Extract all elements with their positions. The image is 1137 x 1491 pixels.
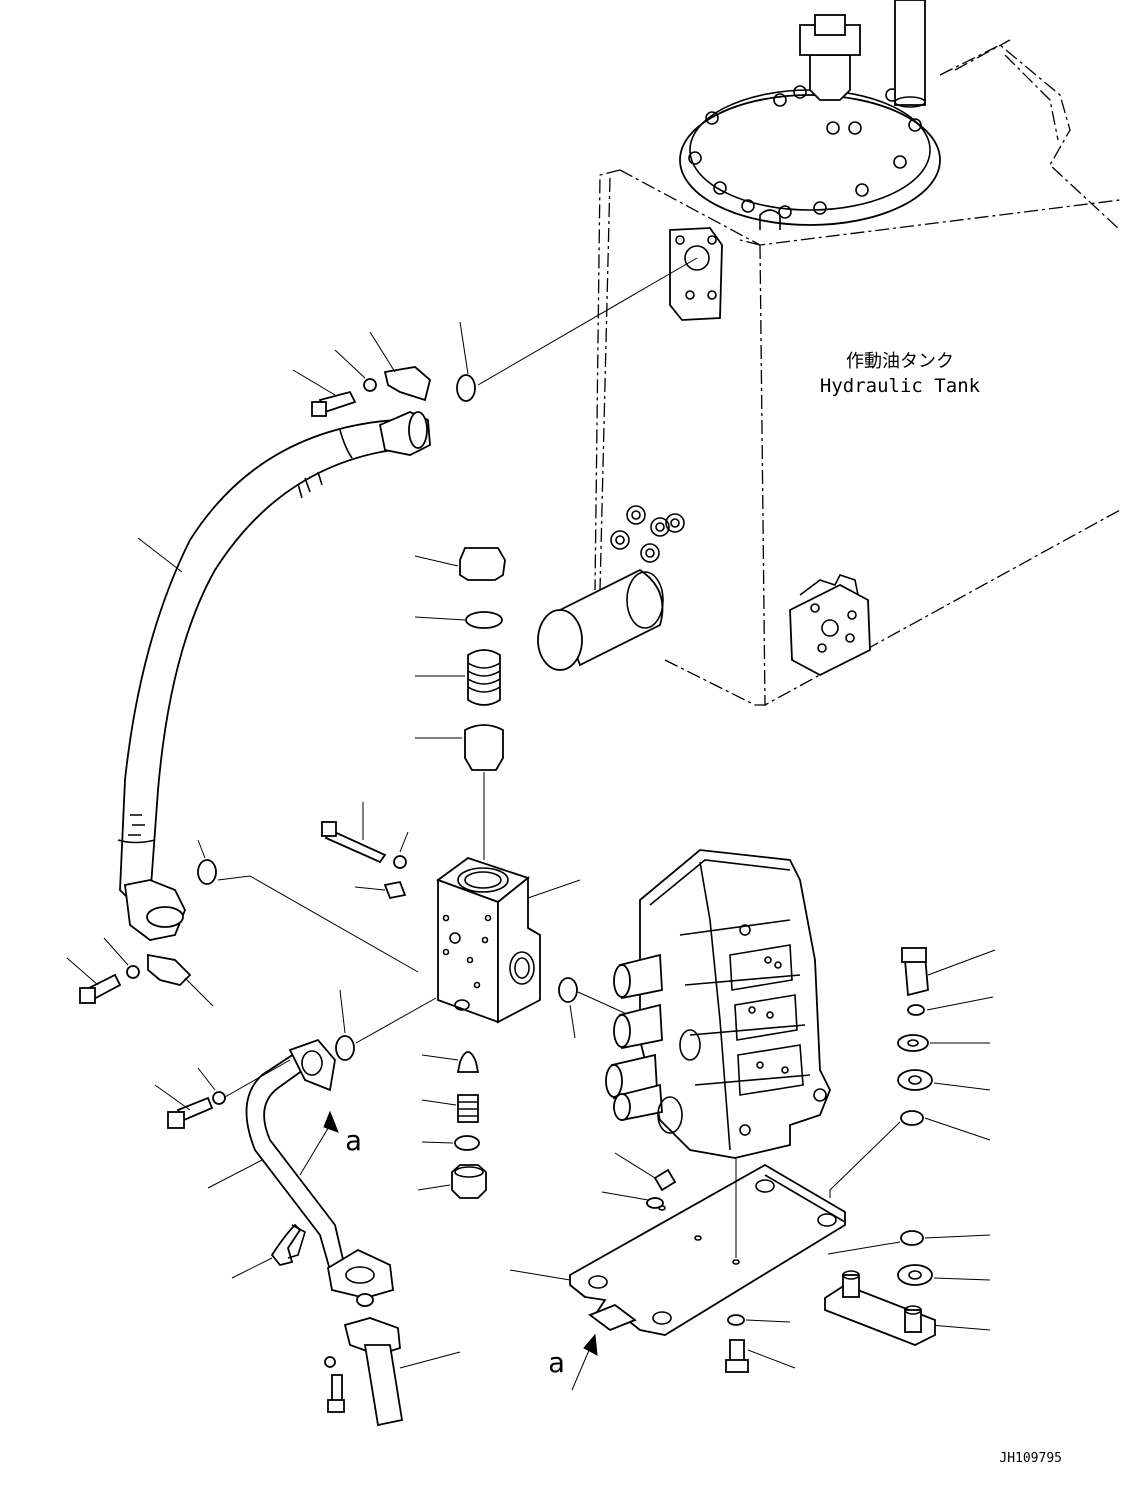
view-arrow-lower <box>571 1333 598 1391</box>
view-marker-upper: a <box>345 1124 362 1157</box>
tank-label-english: Hydraulic Tank <box>820 375 981 397</box>
tank-port-o-ring <box>456 374 476 402</box>
spacer-plate <box>824 1270 936 1346</box>
lower-hose <box>324 1317 404 1427</box>
valve-mounting-bracket <box>569 1163 846 1336</box>
mounting-hardware-right <box>897 947 933 1286</box>
drawing-code: JH109795 <box>999 1451 1062 1466</box>
pipe-o-ring <box>335 1035 355 1061</box>
hose-clamp-top <box>311 366 432 417</box>
hose-clamp-bottom <box>79 953 192 1004</box>
valve-plug <box>459 547 506 581</box>
view-arrow-upper <box>299 1110 339 1176</box>
tank-return-flange <box>669 227 723 321</box>
hydraulic-tank <box>537 0 1121 707</box>
pipe-upper-flange <box>288 1038 336 1092</box>
relief-valve-parts <box>459 547 506 771</box>
tank-top-cover <box>679 94 941 226</box>
supply-pipe <box>245 1038 394 1299</box>
valve-poppet <box>464 724 504 771</box>
valve-spring <box>467 649 501 706</box>
bracket-washer <box>646 1197 664 1209</box>
tank-drain-flange <box>789 583 871 677</box>
pipe-u-clamp <box>270 1223 302 1267</box>
control-valve-assembly <box>605 849 831 1159</box>
valve-block <box>436 856 541 1024</box>
tank-filler-pipe <box>894 0 926 106</box>
return-hose <box>117 411 431 941</box>
tank-label-japanese: 作動油タンク <box>846 351 954 372</box>
block-right-o-ring <box>558 977 578 1003</box>
bracket-nut <box>653 1168 677 1192</box>
valve-o-ring <box>465 611 503 629</box>
block-mounting-bolt <box>321 821 407 900</box>
pipe-lower-flange <box>327 1248 394 1299</box>
tank-suction-pipe <box>537 609 583 671</box>
hose-o-ring <box>197 859 217 885</box>
check-valve-parts <box>451 1051 487 1199</box>
view-marker-lower: a <box>548 1346 565 1379</box>
